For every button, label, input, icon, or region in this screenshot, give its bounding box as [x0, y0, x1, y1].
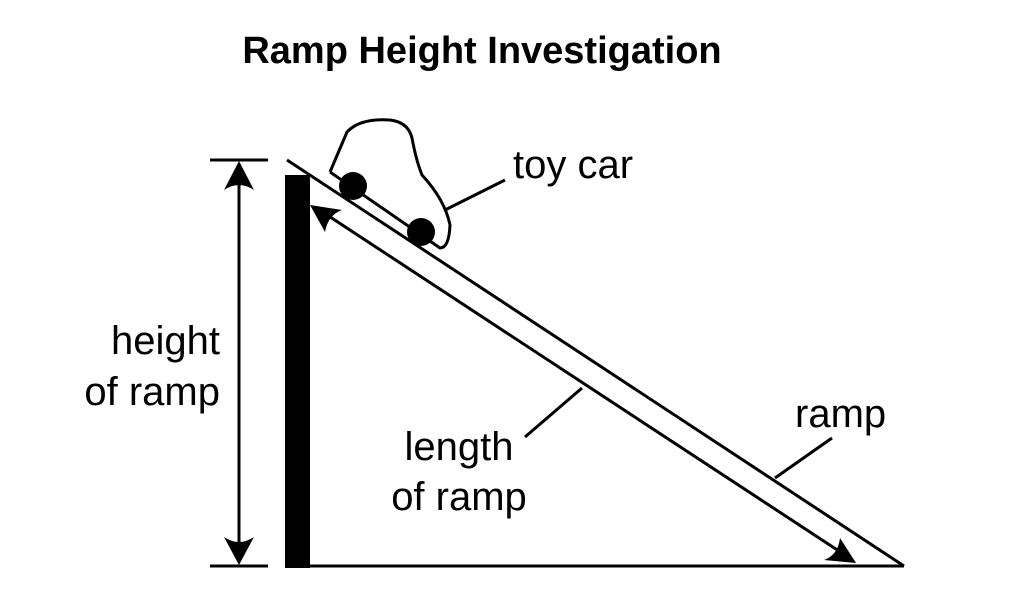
car-rear-wheel — [407, 218, 435, 246]
height-arrow-down-head — [224, 537, 254, 565]
height-arrow-up-head — [224, 161, 254, 190]
height-dimension — [210, 158, 268, 568]
toy-car-label: toy car — [513, 143, 633, 187]
toy-car-leader — [444, 178, 506, 212]
support-post — [285, 175, 310, 568]
car-body — [328, 118, 452, 250]
length-label-line2: of ramp — [391, 475, 527, 519]
height-label-line1: height — [111, 319, 220, 363]
ramp-label: ramp — [795, 392, 886, 436]
diagram-title: Ramp Height Investigation — [242, 30, 721, 72]
length-leader — [524, 386, 583, 439]
length-arrow-up-head — [310, 205, 342, 232]
height-label-line2: of ramp — [84, 370, 220, 414]
toy-car — [328, 118, 452, 250]
length-arrow-line — [317, 207, 849, 559]
ramp-surface — [286, 158, 905, 568]
length-arrow-down-head — [824, 538, 856, 563]
ramp-leader — [774, 436, 833, 480]
length-label-line1: length — [405, 425, 514, 469]
length-dimension — [310, 205, 856, 563]
car-front-wheel — [339, 172, 367, 200]
